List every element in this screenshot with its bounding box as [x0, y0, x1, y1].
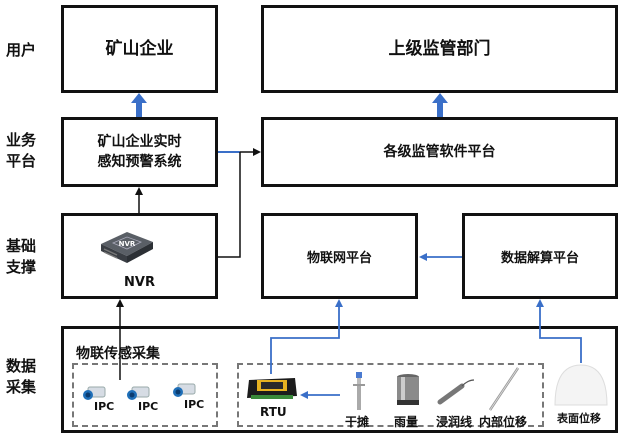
gnss-dome-icon: [553, 363, 609, 411]
ipc-label: IPC: [138, 400, 159, 413]
line-nvr-to-platform: [218, 152, 241, 258]
warning-system-label: 矿山企业实时感知预警系统: [97, 134, 182, 170]
supervision-platform-label: 各级监管软件平台: [383, 144, 496, 160]
nvr-label: NVR: [124, 275, 155, 290]
iot-sensing-title: 物联传感采集: [76, 346, 160, 362]
beach-sensor-icon: [352, 372, 366, 416]
rtu-device-icon: [245, 374, 299, 408]
nvr-box: NVR: [61, 213, 218, 299]
ipc-label: IPC: [94, 400, 115, 413]
supervisor-dept-box: 上级监管部门: [261, 5, 618, 93]
arrow-platform-to-supervisor: [432, 93, 448, 117]
supervision-platform-box: 各级监管软件平台: [261, 117, 618, 187]
nvr-device-text: NVR: [119, 240, 136, 248]
layer-label-infrastructure: 基础支撑: [6, 237, 37, 276]
sensor-label-internal-displacement: 内部位移: [479, 415, 528, 429]
ipc-camera-icon: [126, 385, 150, 405]
ipc-camera-icon: [82, 385, 106, 405]
ipc-camera-icon: [172, 382, 196, 402]
ipc-label: IPC: [184, 398, 205, 411]
rtu-label: RTU: [260, 405, 287, 419]
rain-gauge-icon: [396, 374, 420, 412]
seepage-sensor-icon: [436, 376, 476, 410]
layer-label-user: 用户: [6, 41, 37, 59]
arrow-warning-to-enterprise: [131, 93, 147, 117]
layer-label-data-collection: 数据采集: [6, 357, 37, 396]
mine-enterprise-label: 矿山企业: [105, 38, 174, 59]
sensor-label-beach: 干摊: [345, 415, 370, 429]
iot-platform-label: 物联网平台: [306, 250, 372, 266]
surface-displacement-label: 表面位移: [557, 412, 601, 425]
internal-displacement-icon: [486, 366, 522, 416]
data-solver-platform-label: 数据解算平台: [500, 250, 579, 266]
sensor-label-rain: 雨量: [394, 415, 419, 429]
data-solver-platform-box: 数据解算平台: [462, 213, 618, 299]
supervisor-dept-label: 上级监管部门: [388, 38, 491, 59]
mine-enterprise-box: 矿山企业: [61, 5, 218, 93]
nvr-device-icon: NVR: [97, 230, 155, 268]
iot-platform-box: 物联网平台: [261, 213, 418, 299]
sensor-label-seepage: 浸润线: [436, 415, 473, 429]
warning-system-box: 矿山企业实时感知预警系统: [61, 117, 218, 187]
sensor-group: [237, 363, 544, 427]
layer-label-business: 业务平台: [6, 131, 37, 170]
ipc-group: [72, 363, 218, 427]
